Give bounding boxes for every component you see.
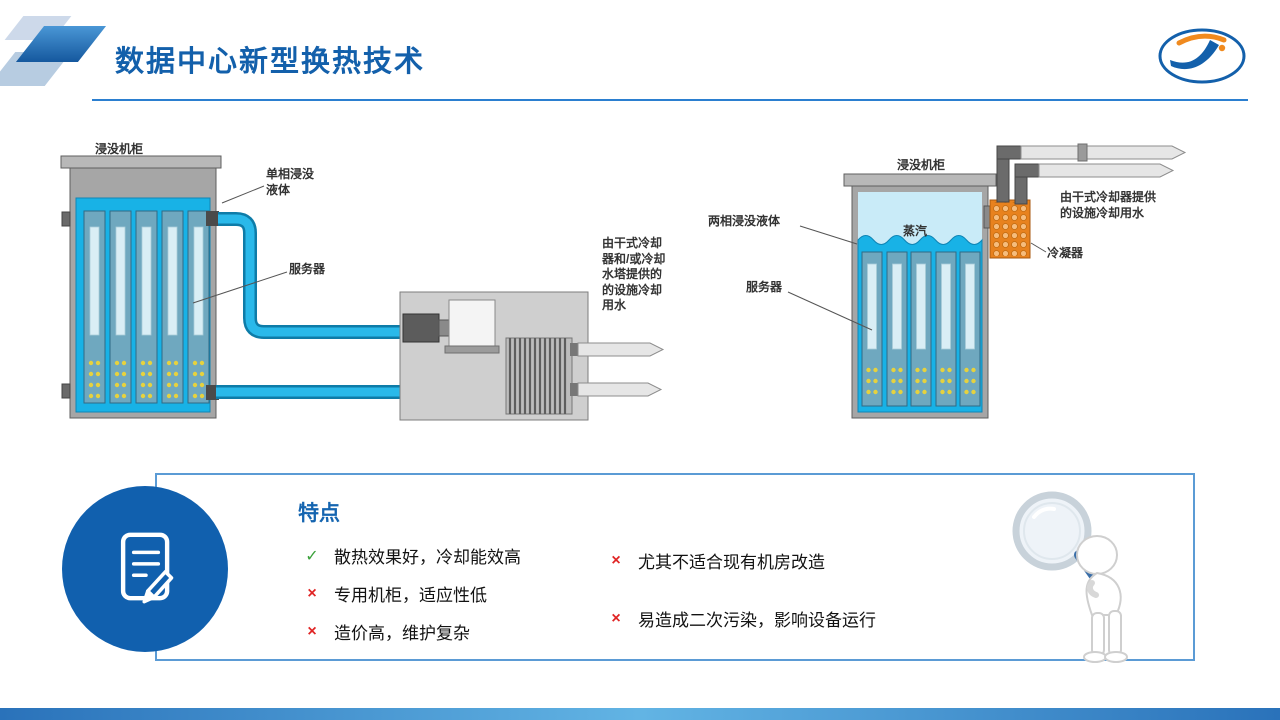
right-liquid-label: 两相浸没液体 <box>708 214 781 228</box>
two-phase-cabinet <box>843 173 997 419</box>
condenser <box>983 199 1031 259</box>
cross-icon: × <box>611 551 621 569</box>
facility-water-pipes <box>996 143 1187 205</box>
leader-lines-left <box>192 185 288 304</box>
features-icon-circle <box>62 486 228 652</box>
features-list-left: ✓ 散热效果好，冷却能效高 × 专用机柜，适应性低 × 造价高，维护复杂 <box>302 543 521 644</box>
right-cabinet-label: 浸没机柜 <box>897 158 946 172</box>
features-heading: 特点 <box>298 502 340 525</box>
cooling-diagrams <box>60 143 1187 421</box>
slide-header: 数据中心新型换热技术 <box>0 0 1280 101</box>
heat-exchanger-unit <box>399 291 665 421</box>
cross-icon: × <box>307 584 317 602</box>
features-panel <box>155 473 1195 661</box>
condenser-label: 冷凝器 <box>1047 246 1084 260</box>
bottom-accent-bar <box>0 708 1280 720</box>
company-logo-icon <box>1158 28 1246 84</box>
list-item: × 尤其不适合现有机房改造 <box>606 548 876 573</box>
feature-text: 易造成二次污染，影响设备运行 <box>638 611 876 630</box>
cross-icon: × <box>307 622 317 640</box>
feature-text: 尤其不适合现有机房改造 <box>638 553 825 572</box>
left-liquid-label: 单相浸没 液体 <box>266 167 315 197</box>
left-cabinet-label: 浸没机柜 <box>95 142 144 156</box>
page-title: 数据中心新型换热技术 <box>115 46 426 78</box>
leader-lines-right <box>787 225 1047 331</box>
feature-text: 专用机柜，适应性低 <box>334 586 487 605</box>
cross-icon: × <box>611 609 621 627</box>
feature-text: 散热效果好，冷却能效高 <box>334 548 521 567</box>
features-list-right: × 尤其不适合现有机房改造 × 易造成二次污染，影响设备运行 <box>606 548 876 631</box>
feature-text: 造价高，维护复杂 <box>334 624 470 643</box>
list-item: × 专用机柜，适应性低 <box>302 581 521 606</box>
right-water-label: 由干式冷却器提供 的设施冷却用水 <box>1060 190 1157 220</box>
header-divider <box>92 99 1248 101</box>
list-item: ✓ 散热效果好，冷却能效高 <box>302 543 521 568</box>
coolant-pipes-left <box>216 212 412 399</box>
right-server-label: 服务器 <box>746 280 783 294</box>
left-server-label: 服务器 <box>289 262 326 276</box>
magnifier-figure <box>1012 491 1128 663</box>
check-icon: ✓ <box>305 547 319 565</box>
list-item: × 易造成二次污染，影响设备运行 <box>606 606 876 631</box>
left-water-label: 由干式冷却 器和/或冷却 水塔提供的 的设施冷却 用水 <box>602 236 666 313</box>
coil-fins <box>508 338 567 414</box>
single-phase-cabinet <box>60 155 222 419</box>
list-item: × 造价高，维护复杂 <box>302 619 521 644</box>
vapor-label: 蒸汽 <box>903 224 928 238</box>
document-pencil-icon <box>120 532 174 604</box>
